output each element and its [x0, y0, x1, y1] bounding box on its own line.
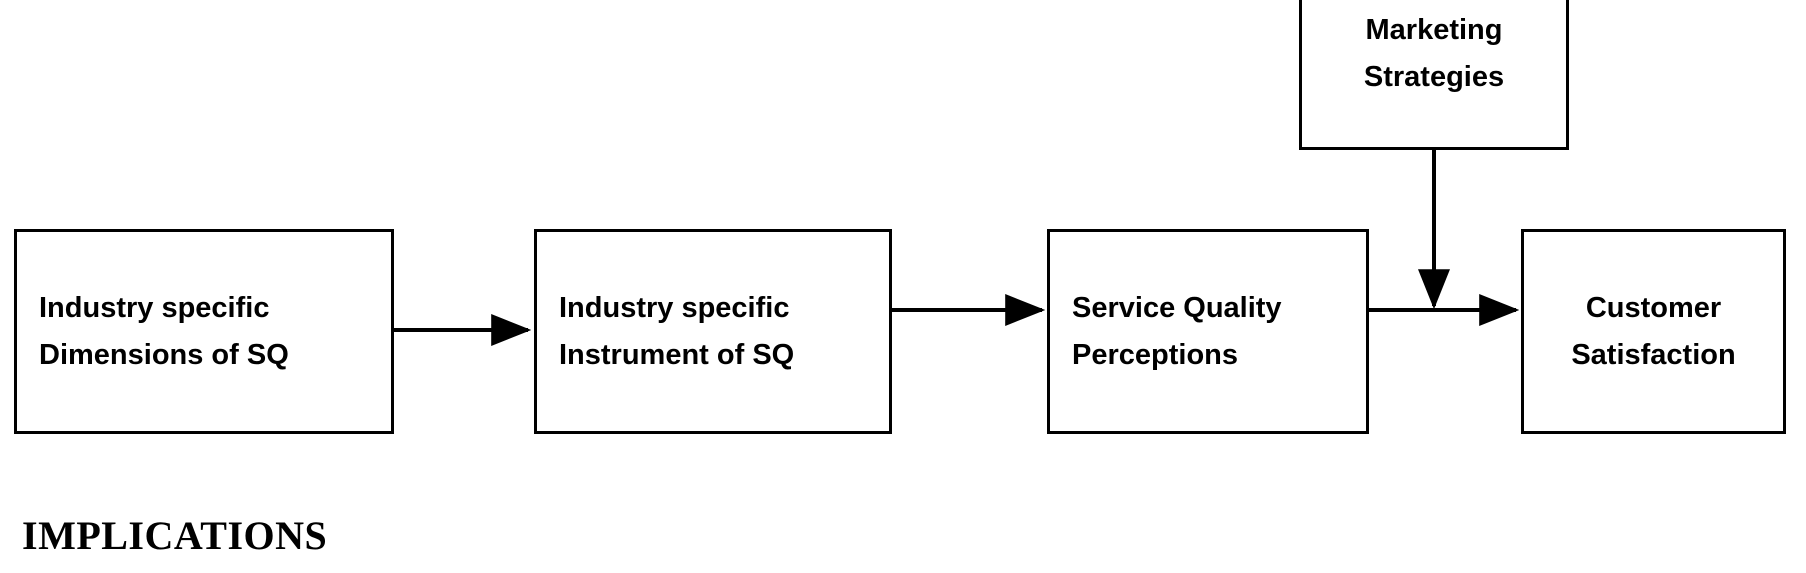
node-service-quality-perceptions-line-1: Service Quality [1072, 291, 1282, 324]
node-industry-specific-dimensions[interactable]: Industry specific Dimensions of SQ [14, 229, 394, 434]
node-customer-satisfaction[interactable]: Customer Satisfaction [1521, 229, 1786, 434]
node-industry-specific-instrument-line-2: Instrument of SQ [559, 338, 795, 371]
node-industry-specific-instrument-line-1: Industry specific [559, 291, 790, 324]
node-industry-specific-dimensions-line-1: Industry specific [39, 291, 270, 324]
node-industry-specific-dimensions-line-2: Dimensions of SQ [39, 338, 289, 371]
node-customer-satisfaction-line-2: Satisfaction [1571, 338, 1736, 371]
node-customer-satisfaction-line-1: Customer [1585, 291, 1722, 324]
node-service-quality-perceptions[interactable]: Service Quality Perceptions [1047, 229, 1369, 434]
node-service-quality-perceptions-line-2: Perceptions [1072, 338, 1238, 371]
node-marketing-strategies-line-1: Marketing [1365, 14, 1503, 46]
node-industry-specific-instrument[interactable]: Industry specific Instrument of SQ [534, 229, 892, 434]
node-marketing-strategies[interactable]: Marketing Strategies [1299, 0, 1569, 150]
node-marketing-strategies-line-2: Strategies [1363, 60, 1505, 93]
section-heading-implications: IMPLICATIONS [22, 513, 328, 558]
